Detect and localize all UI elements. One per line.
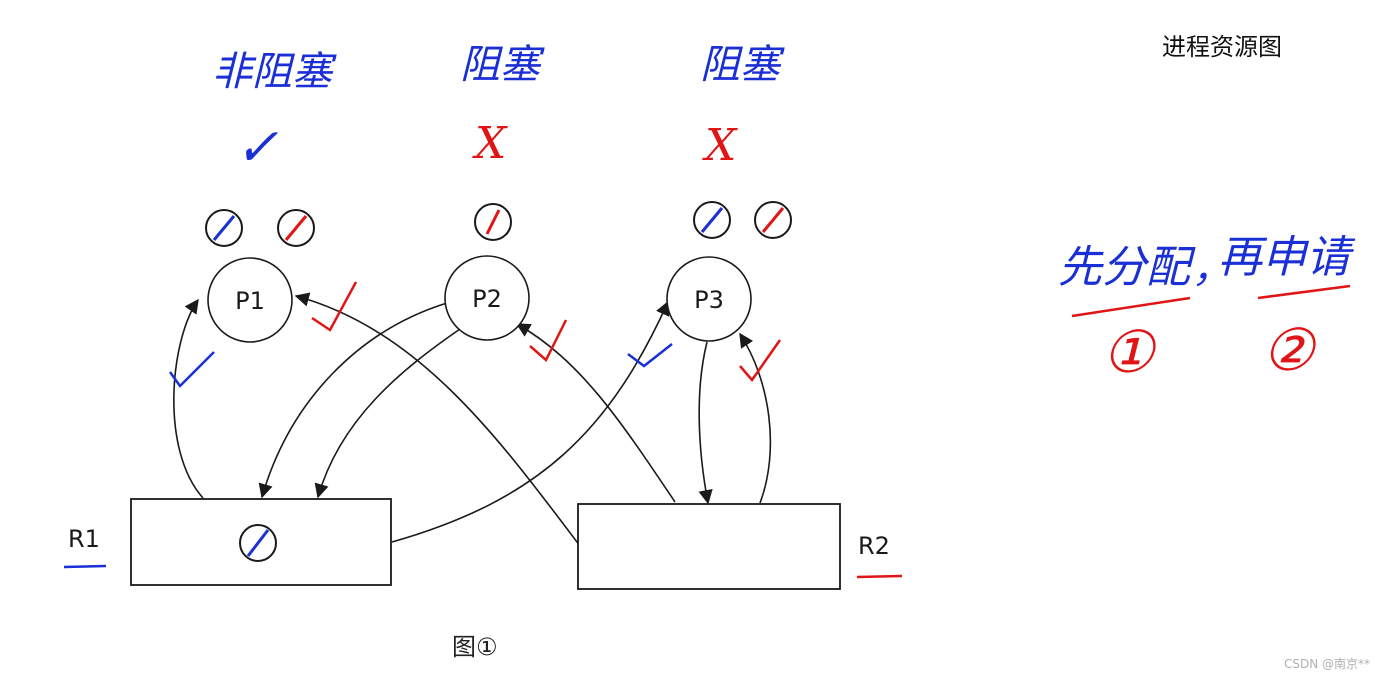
edge-p2-to-r1-a <box>258 302 448 499</box>
resource-box-r2 <box>577 503 841 590</box>
check-r2-p3 <box>739 339 782 383</box>
diagram-title: 进程资源图 <box>1162 33 1282 61</box>
process-node-p3: P3 <box>666 256 752 342</box>
side-note-step1-text: 先分配 <box>1058 242 1196 293</box>
side-note-underline-1 <box>1071 296 1191 318</box>
process-node-p2: P2 <box>444 255 530 341</box>
side-note-underline-2 <box>1257 284 1351 300</box>
p2-status-label: 阻塞 <box>460 42 545 88</box>
p3-cross-mark: X <box>702 120 738 171</box>
p1-need-r1-icon <box>205 209 243 247</box>
p2-cross-mark: X <box>472 118 508 169</box>
p1-status-label: 非阻塞 <box>212 49 337 95</box>
process-node-p1: P1 <box>207 257 293 343</box>
side-note-step2-number: ② <box>1262 316 1317 384</box>
r2-underline <box>856 574 903 579</box>
check-r2-p2 <box>529 319 568 363</box>
watermark: CSDN @南京** <box>1284 656 1370 671</box>
edge-r2-to-p1 <box>294 292 581 547</box>
side-note-separator: ， <box>1192 246 1232 292</box>
process-label-p3: P3 <box>694 286 724 314</box>
p1-check-mark: ✓ <box>235 118 279 178</box>
edge-r1-to-p3 <box>391 300 670 543</box>
edge-p2-to-r1-b <box>314 326 464 499</box>
r1-underline <box>63 564 107 569</box>
edge-p3-to-r2 <box>698 341 713 505</box>
r1-instance-icon <box>239 524 277 562</box>
side-note-step1-number: ① <box>1102 318 1157 386</box>
edge-r2-to-p3 <box>739 332 772 504</box>
resource-label-r2: R2 <box>858 532 890 560</box>
p3-status-label: 阻塞 <box>700 42 785 88</box>
p3-need-r2-icon <box>754 201 792 239</box>
check-r1-p1 <box>168 351 215 388</box>
check-r1-p3 <box>627 343 673 368</box>
resource-label-r1: R1 <box>68 525 100 553</box>
figure-caption: 图① <box>452 633 498 661</box>
edge-r1-to-p1 <box>173 298 204 499</box>
process-label-p2: P2 <box>472 285 502 313</box>
edge-r2-to-p2 <box>515 323 676 503</box>
check-r2-p1 <box>311 281 358 332</box>
p1-need-r2-icon <box>277 209 315 247</box>
side-note-step2-text: 再申请 <box>1218 232 1356 283</box>
p3-need-r1-icon <box>693 201 731 239</box>
process-label-p1: P1 <box>235 287 265 315</box>
resource-box-r1 <box>130 498 392 586</box>
p2-need-r2-icon <box>474 203 512 241</box>
